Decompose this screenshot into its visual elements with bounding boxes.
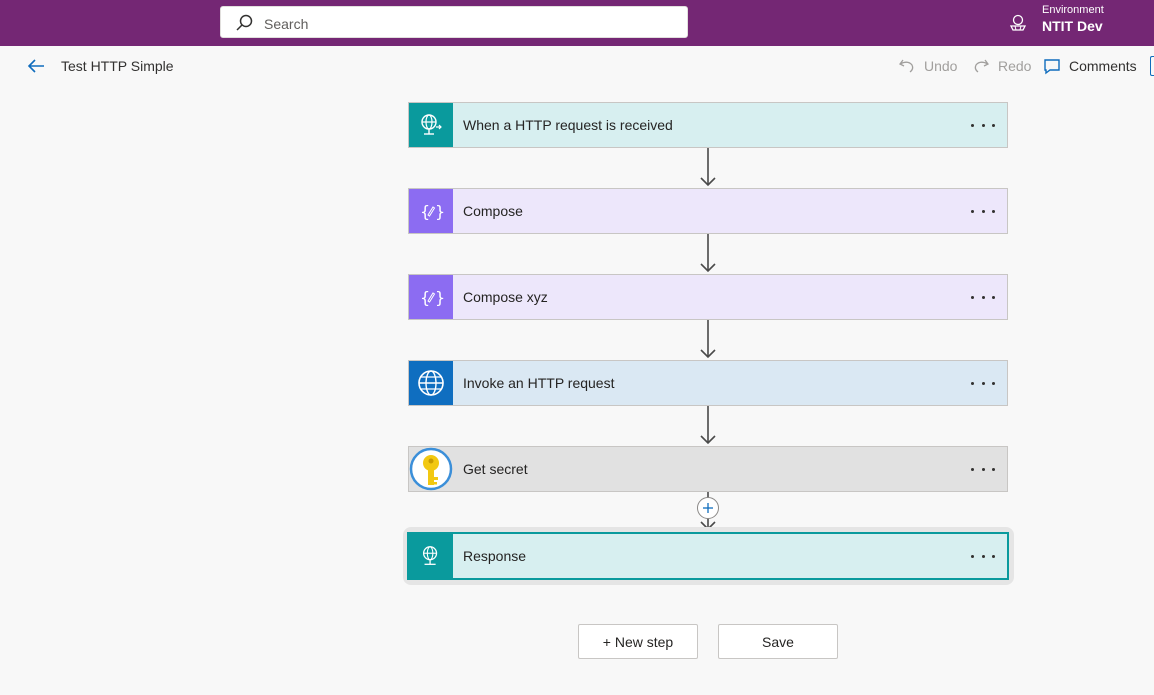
overflow-command-button[interactable] <box>1150 56 1154 76</box>
top-bar: Search Environment NTIT Dev <box>0 0 1154 46</box>
step-label: Compose <box>463 203 523 219</box>
svg-text:}: } <box>435 288 444 307</box>
undo-icon <box>898 57 916 75</box>
new-step-button[interactable]: + New step <box>578 624 698 659</box>
comment-icon <box>1043 57 1061 75</box>
undo-label: Undo <box>924 58 957 74</box>
comments-label: Comments <box>1069 58 1137 74</box>
redo-button[interactable]: Redo <box>972 56 1031 76</box>
step-label: When a HTTP request is received <box>463 117 673 133</box>
connector-arrow <box>698 320 718 360</box>
more-options-button[interactable] <box>971 287 995 307</box>
search-box[interactable]: Search <box>220 6 688 38</box>
save-button[interactable]: Save <box>718 624 838 659</box>
http-response-icon <box>409 534 453 578</box>
back-arrow-icon[interactable] <box>26 56 46 76</box>
plus-icon <box>698 498 718 518</box>
connector-arrow <box>698 406 718 446</box>
comments-button[interactable]: Comments <box>1043 56 1137 76</box>
compose-icon: {} <box>409 275 453 319</box>
step-label: Response <box>463 548 526 564</box>
more-options-button[interactable] <box>971 201 995 221</box>
globe-icon <box>409 361 453 405</box>
flow-title: Test HTTP Simple <box>61 58 174 74</box>
step-card-compose[interactable]: {} Compose <box>408 188 1008 234</box>
step-card-invoke-http[interactable]: Invoke an HTTP request <box>408 360 1008 406</box>
compose-icon: {} <box>409 189 453 233</box>
more-options-button[interactable] <box>971 459 995 479</box>
insert-step-button[interactable] <box>697 497 719 519</box>
svg-text:}: } <box>435 202 444 221</box>
key-vault-icon <box>409 447 453 491</box>
more-options-button[interactable] <box>971 373 995 393</box>
step-label: Get secret <box>463 461 528 477</box>
more-options-button[interactable] <box>971 115 995 135</box>
step-card-compose-xyz[interactable]: {} Compose xyz <box>408 274 1008 320</box>
environment-name: NTIT Dev <box>1042 18 1103 34</box>
command-bar: Test HTTP Simple Undo Redo Comments <box>0 46 1154 86</box>
more-options-button[interactable] <box>971 546 995 566</box>
step-card-response[interactable]: Response <box>407 532 1009 580</box>
svg-text:{: { <box>420 202 430 221</box>
step-label: Compose xyz <box>463 289 548 305</box>
step-card-http-trigger[interactable]: When a HTTP request is received <box>408 102 1008 148</box>
search-icon <box>235 14 253 32</box>
undo-button[interactable]: Undo <box>898 56 957 76</box>
redo-label: Redo <box>998 58 1031 74</box>
environment-icon <box>1008 13 1028 33</box>
step-card-get-secret[interactable]: Get secret <box>408 446 1008 492</box>
environment-label: Environment <box>1042 4 1104 16</box>
search-placeholder: Search <box>264 16 308 32</box>
redo-icon <box>972 57 990 75</box>
connector-arrow <box>698 148 718 188</box>
connector-arrow <box>698 234 718 274</box>
step-label: Invoke an HTTP request <box>463 375 614 391</box>
svg-text:{: { <box>420 288 430 307</box>
http-request-icon <box>409 103 453 147</box>
